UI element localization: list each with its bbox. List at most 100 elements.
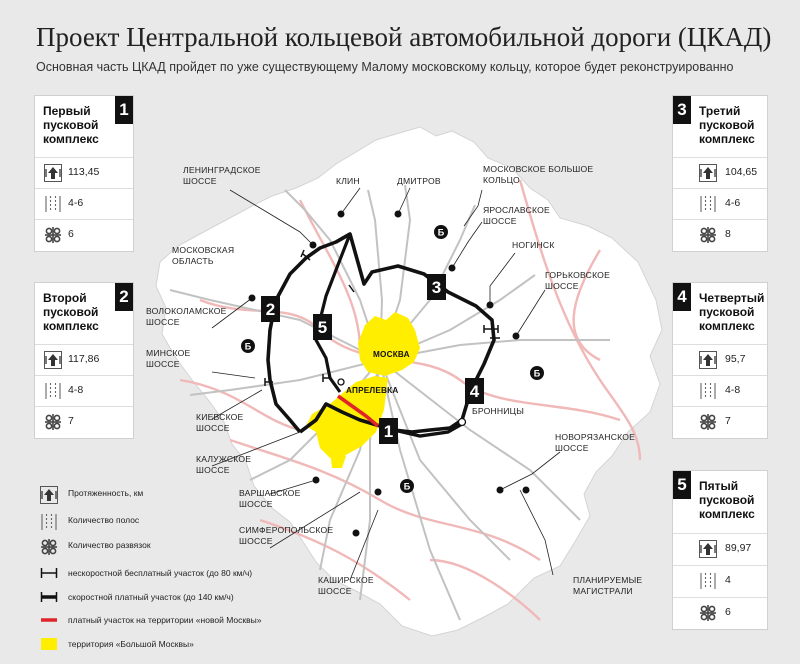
length-arrow-icon: [699, 540, 717, 558]
lanes-value: 4-8: [68, 384, 84, 396]
complex-card-2: 2 Второй пусковой комплекс 117,86 4-8 7: [34, 282, 134, 439]
complex-card-3: 3 Третий пусковой комплекс 104,65 4-6 8: [672, 95, 768, 252]
interchanges-row: 7: [35, 406, 133, 438]
big-ring-markers: Б Б Б Б: [241, 225, 544, 493]
complex-title: Третий пусковой комплекс: [699, 104, 755, 146]
interchange-icon: [40, 538, 58, 555]
interchange-icon: [699, 413, 717, 431]
complex-number-badge: 3: [673, 96, 691, 124]
lanes-row: 4-8: [673, 375, 767, 407]
legend-label: Протяженность, км: [68, 488, 144, 498]
svg-text:Б: Б: [534, 369, 541, 379]
complex-title: Первый пусковой комплекс: [43, 104, 99, 146]
svg-text:1: 1: [384, 422, 393, 441]
length-arrow-icon: [44, 164, 62, 182]
interchanges-row: 7: [673, 406, 767, 438]
interchanges-value: 7: [68, 415, 74, 427]
length-row: 104,65: [673, 157, 767, 189]
new-moscow-toll-icon: [40, 613, 58, 627]
svg-text:3: 3: [432, 278, 441, 297]
length-row: 89,97: [673, 533, 767, 565]
toll-section-icon: [40, 590, 58, 604]
lanes-row: 4: [673, 565, 767, 597]
complex-number-badge: 2: [115, 283, 133, 311]
big-moscow-territory: [306, 312, 420, 468]
big-moscow-territory-icon: [40, 637, 58, 651]
legend-label: нескоростной бесплатный участок (до 80 к…: [68, 568, 253, 578]
page-subtitle: Основная часть ЦКАД пройдет по уже сущес…: [36, 60, 734, 74]
label-dmitrov: ДМИТРОВ: [397, 176, 441, 186]
label-moskva: МОСКВА: [373, 350, 410, 359]
interchange-icon: [699, 604, 717, 622]
complex-title: Второй пусковой комплекс: [43, 291, 99, 333]
length-value: 95,7: [725, 353, 746, 365]
label-leader-lines: [211, 187, 561, 581]
length-value: 113,45: [68, 166, 100, 178]
interchanges-row: 8: [673, 219, 767, 251]
free-section-icon: [40, 566, 58, 580]
legend-label: скоростной платный участок (до 140 км/ч): [68, 592, 234, 602]
complex-card-5: 5 Пятый пусковой комплекс 89,97 4 6: [672, 470, 768, 630]
lanes-value: 4-8: [725, 384, 741, 396]
length-value: 104,65: [725, 166, 758, 178]
interchanges-row: 6: [35, 219, 133, 251]
lanes-row: 4-6: [673, 188, 767, 220]
lanes-value: 4: [725, 574, 731, 586]
lanes-icon: [699, 572, 717, 590]
length-arrow-icon: [40, 486, 58, 504]
length-arrow-icon: [699, 351, 717, 369]
length-row: 95,7: [673, 344, 767, 376]
lanes-icon: [699, 195, 717, 213]
interchange-icon: [44, 226, 62, 244]
complex-card-4: 4 Четвертый пусковой комплекс 95,7 4-8 7: [672, 282, 768, 439]
label-noginsk: НОГИНСК: [512, 240, 555, 250]
length-row: 113,45: [35, 157, 133, 189]
label-aprelevka: АПРЕЛЕВКА: [346, 386, 398, 395]
lanes-icon: [40, 513, 58, 530]
south-segment: [393, 422, 463, 438]
legend-label: Количество развязок: [68, 540, 151, 550]
complex-title: Четвертый пусковой комплекс: [699, 291, 765, 333]
length-arrow-icon: [699, 164, 717, 182]
interchanges-row: 6: [673, 597, 767, 629]
length-arrow-icon: [44, 351, 62, 369]
svg-text:Б: Б: [245, 342, 252, 352]
interchange-icon: [44, 413, 62, 431]
lanes-icon: [44, 382, 62, 400]
label-bronnitsy: БРОННИЦЫ: [472, 406, 524, 416]
complex-title: Пятый пусковой комплекс: [699, 479, 755, 521]
legend-label: платный участок на территории «новой Мос…: [68, 615, 262, 625]
interchange-icon: [699, 226, 717, 244]
complex-number-badge: 1: [115, 96, 133, 124]
legend-label: территория «Большой Москвы»: [68, 639, 194, 649]
complex-number-badge: 5: [673, 471, 691, 499]
svg-text:Б: Б: [404, 482, 411, 492]
lanes-icon: [44, 195, 62, 213]
complex-card-1: 1 Первый пусковой комплекс 113,45 4-6 6: [34, 95, 134, 252]
lanes-row: 4-8: [35, 375, 133, 407]
ring-number-badges: 1 2 3 4 5: [261, 274, 484, 444]
interchanges-value: 6: [725, 606, 731, 618]
lanes-value: 4-6: [68, 197, 84, 209]
svg-text:2: 2: [266, 300, 275, 319]
svg-text:4: 4: [470, 382, 480, 401]
lanes-row: 4-6: [35, 188, 133, 220]
new-moscow-toll-segment: [336, 394, 380, 428]
svg-text:5: 5: [318, 318, 327, 337]
